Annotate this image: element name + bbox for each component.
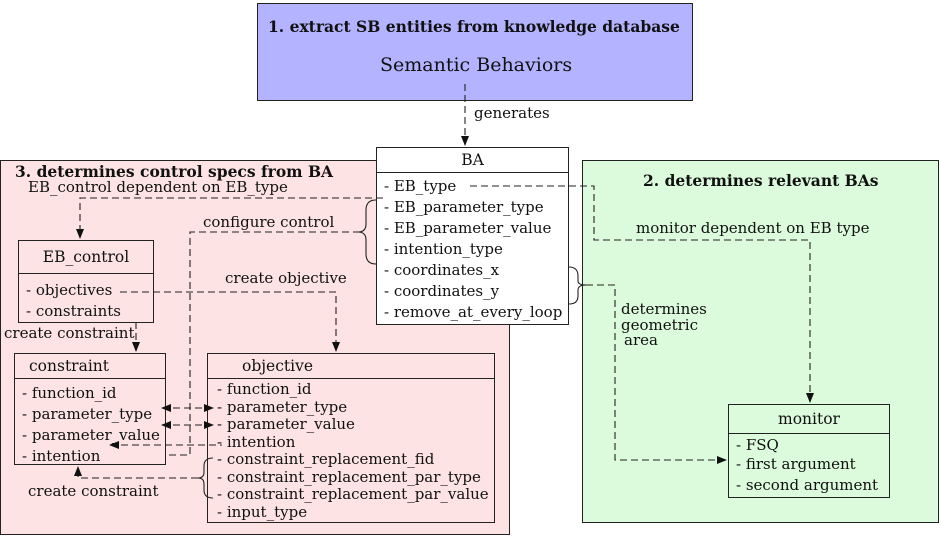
constraint-title: constraint (15, 354, 165, 379)
monitor-item: - second argument (736, 476, 879, 494)
ba-item: - remove_at_every_loop (384, 303, 563, 321)
ba-brace-left (357, 199, 377, 265)
objective-item: - input_type (217, 502, 308, 521)
constraint-item: - parameter_value (22, 426, 160, 444)
objective-brace (197, 457, 214, 499)
monitor-dependent-label: monitor dependent on EB type (636, 219, 870, 237)
configure-control-line (167, 231, 360, 456)
ba-item: - coordinates_y (384, 282, 500, 300)
step1-title: 1. extract SB entities from knowledge da… (268, 17, 680, 36)
objective-item: - intention (217, 432, 296, 451)
eb-control-box: EB_control - objectives - constraints (18, 240, 154, 323)
ba-item: - EB_type (384, 177, 457, 195)
ba-title: BA (377, 148, 568, 173)
configure-control-label: configure control (203, 213, 335, 231)
objective-item: - parameter_value (217, 415, 355, 433)
objective-item: - constraint_replacement_par_type (217, 467, 481, 486)
create-objective-arrow (120, 291, 340, 352)
create-constraint-top-label: create constraint (4, 324, 135, 342)
constraint-item: - intention (22, 447, 101, 465)
eb-control-dependent-arrow (76, 197, 383, 239)
eb-control-item: - constraints (26, 302, 121, 320)
objective-item: - constraint_replacement_par_value (217, 485, 489, 503)
step1-subtitle: Semantic Behaviors (380, 54, 573, 76)
eb-control-dependent-label: EB_control dependent on EB_type (28, 178, 288, 196)
objective-box: objective - function_id - parameter_type… (207, 353, 495, 523)
step2-panel: 2. determines relevant BAs (582, 160, 939, 523)
monitor-box: monitor - FSQ - first argument - second … (728, 404, 890, 498)
ba-box: BA - EB_type - EB_parameter_type - EB_pa… (376, 147, 569, 325)
determines-label: area (624, 331, 658, 349)
monitor-title: monitor (729, 405, 889, 434)
ba-item: - intention_type (384, 240, 503, 258)
constraint-item: - function_id (22, 384, 117, 402)
eb-control-item: - objectives (26, 281, 113, 299)
create-objective-label: create objective (225, 269, 347, 287)
constraint-item: - parameter_type (22, 405, 153, 423)
step1-panel: 1. extract SB entities from knowledge da… (257, 3, 693, 101)
objective-title: objective (208, 354, 494, 379)
monitor-item: - first argument (736, 455, 856, 473)
generates-label: generates (474, 104, 550, 122)
ba-item: - EB_parameter_value (384, 219, 552, 237)
ba-brace-right (568, 266, 587, 305)
monitor-dependent-arrow (470, 185, 814, 403)
eb-control-title: EB_control (19, 241, 153, 274)
determines-area-arrow (586, 284, 727, 464)
create-constraint-bottom-arrow (74, 466, 198, 479)
determines-label: geometric (621, 316, 699, 334)
step3-title: 3. determines control specs from BA (15, 162, 334, 181)
determines-label: determines (621, 300, 707, 318)
ba-item: - coordinates_x (384, 261, 500, 279)
objective-item: - constraint_replacement_fid (217, 450, 435, 468)
monitor-item: - FSQ (736, 436, 779, 454)
step2-title: 2. determines relevant BAs (643, 171, 879, 190)
create-constraint-bottom-label: create constraint (28, 482, 159, 500)
objective-item: - function_id (217, 380, 312, 398)
objective-item: - parameter_type (217, 397, 348, 416)
ba-item: - EB_parameter_type (384, 198, 544, 216)
